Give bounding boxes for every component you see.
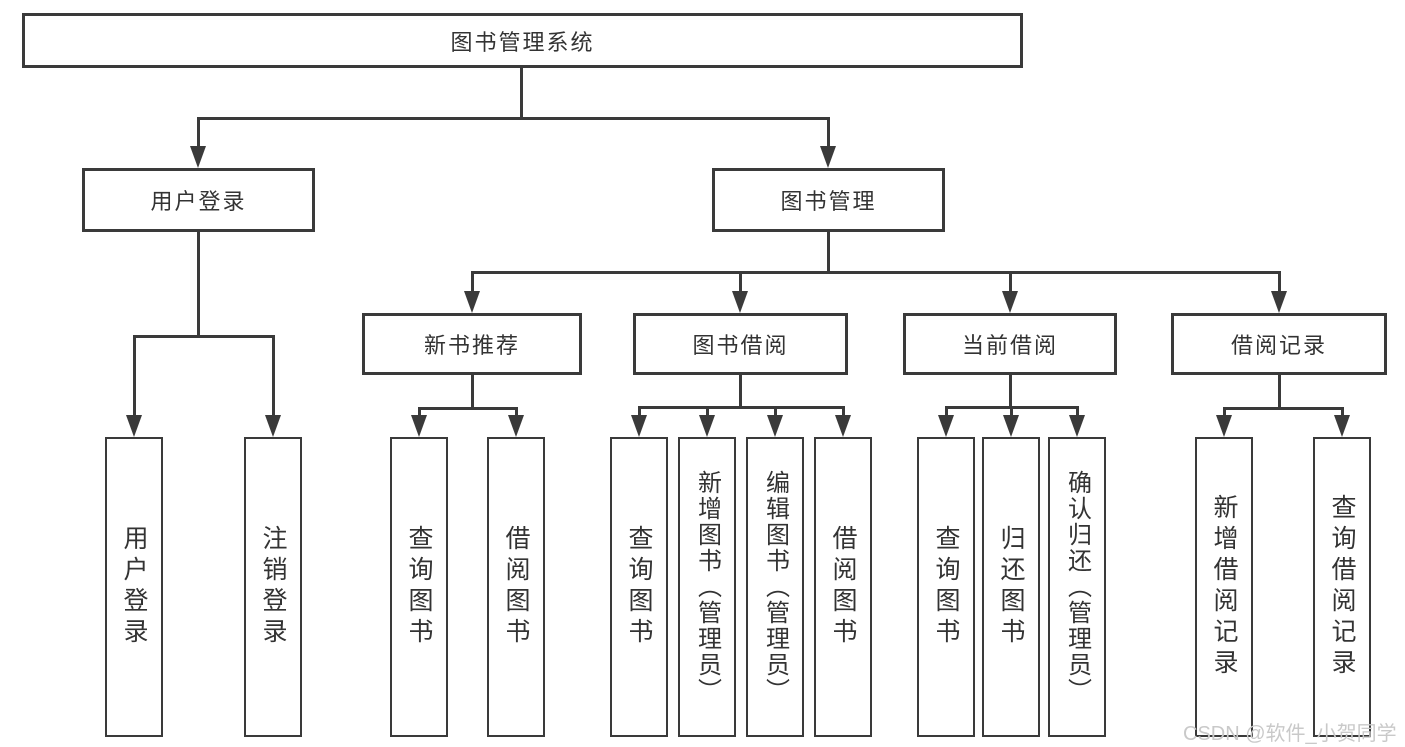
leaf-query-borrow-record: 查询借阅记录 <box>1313 437 1371 737</box>
arrow-down-icon <box>835 415 851 437</box>
connector-line <box>738 373 742 409</box>
leaf-borrow-books-borrowing: 借阅图书 <box>814 437 872 737</box>
connector-line <box>826 230 830 274</box>
arrow-down-icon <box>699 415 715 437</box>
connector-line <box>132 335 136 417</box>
arrow-down-icon <box>411 415 427 437</box>
node-label: 新增借阅记录 <box>1210 494 1238 680</box>
connector-line <box>1277 271 1281 294</box>
arrow-down-icon <box>767 415 783 437</box>
node-current-borrowing: 当前借阅 <box>903 313 1117 375</box>
node-library-management-system: 图书管理系统 <box>22 13 1023 68</box>
node-label: 注销登录 <box>259 525 287 649</box>
leaf-confirm-return-admin: 确认归还（管理员） <box>1048 437 1106 737</box>
arrow-down-icon <box>190 146 206 168</box>
connector-line <box>637 406 845 409</box>
node-label: 用户登录 <box>120 525 148 649</box>
connector-line <box>1222 407 1226 417</box>
connector-line <box>132 335 274 338</box>
connector-line <box>1008 271 1012 294</box>
leaf-query-books-current: 查询图书 <box>917 437 975 737</box>
node-label: 借阅图书 <box>502 525 530 649</box>
node-label: 查询借阅记录 <box>1328 494 1356 680</box>
node-label: 确认归还（管理员） <box>1063 470 1091 704</box>
node-label: 借阅记录 <box>1230 333 1327 358</box>
csdn-watermark: CSDN @软件_小贺同学 <box>1183 723 1397 745</box>
arrow-down-icon <box>1069 415 1085 437</box>
arrow-down-icon <box>631 415 647 437</box>
arrow-down-icon <box>732 291 748 313</box>
leaf-logout: 注销登录 <box>244 437 302 737</box>
node-label: 图书管理系统 <box>450 29 595 55</box>
node-label: 当前借阅 <box>961 333 1058 358</box>
connector-line <box>470 271 474 294</box>
leaf-borrow-books-recommend: 借阅图书 <box>487 437 545 737</box>
connector-line <box>826 117 830 149</box>
connector-line <box>196 230 200 337</box>
leaf-user-login: 用户登录 <box>105 437 163 737</box>
arrow-down-icon <box>126 415 142 437</box>
arrow-down-icon <box>1002 291 1018 313</box>
connector-line <box>519 66 523 119</box>
leaf-query-books-recommend: 查询图书 <box>390 437 448 737</box>
node-label: 查询图书 <box>625 525 653 649</box>
node-borrowing-records: 借阅记录 <box>1171 313 1387 375</box>
connector-line <box>1075 406 1079 417</box>
arrow-down-icon <box>508 415 524 437</box>
leaf-add-books-admin: 新增图书（管理员） <box>678 437 736 737</box>
connector-line <box>1340 407 1344 417</box>
node-label: 图书管理 <box>780 189 877 214</box>
connector-line <box>1222 407 1344 410</box>
connector-line <box>196 117 830 120</box>
connector-line <box>705 406 709 417</box>
connector-line <box>637 406 641 417</box>
arrow-down-icon <box>820 146 836 168</box>
node-label: 归还图书 <box>997 525 1025 649</box>
arrow-down-icon <box>265 415 281 437</box>
connector-line <box>1008 373 1012 409</box>
connector-line <box>417 407 518 410</box>
node-label: 查询图书 <box>932 525 960 649</box>
connector-line <box>271 335 275 417</box>
node-label: 编辑图书（管理员） <box>761 470 789 704</box>
node-label: 图书借阅 <box>692 333 789 358</box>
connector-line <box>773 406 777 417</box>
leaf-edit-books-admin: 编辑图书（管理员） <box>746 437 804 737</box>
arrow-down-icon <box>1334 415 1350 437</box>
connector-line <box>470 271 1281 274</box>
arrow-down-icon <box>464 291 480 313</box>
node-new-book-recommendation: 新书推荐 <box>362 313 582 375</box>
connector-line <box>470 373 474 410</box>
node-label: 查询图书 <box>405 525 433 649</box>
connector-line <box>1277 373 1281 410</box>
node-label: 借阅图书 <box>829 525 857 649</box>
arrow-down-icon <box>1216 415 1232 437</box>
arrow-down-icon <box>1003 415 1019 437</box>
arrow-down-icon <box>938 415 954 437</box>
connector-line <box>944 406 948 417</box>
leaf-return-books: 归还图书 <box>982 437 1040 737</box>
connector-line <box>738 271 742 294</box>
node-label: 新增图书（管理员） <box>693 470 721 704</box>
node-label: 新书推荐 <box>423 333 520 358</box>
arrow-down-icon <box>1271 291 1287 313</box>
leaf-query-books-borrowing: 查询图书 <box>610 437 668 737</box>
leaf-add-borrow-record: 新增借阅记录 <box>1195 437 1253 737</box>
connector-line <box>514 407 518 417</box>
connector-line <box>196 117 200 149</box>
node-book-borrowing: 图书借阅 <box>633 313 848 375</box>
node-user-login: 用户登录 <box>82 168 315 232</box>
node-label: 用户登录 <box>150 189 247 214</box>
connector-line <box>841 406 845 417</box>
connector-line <box>1009 406 1013 417</box>
connector-line <box>417 407 421 417</box>
node-book-management: 图书管理 <box>712 168 945 232</box>
